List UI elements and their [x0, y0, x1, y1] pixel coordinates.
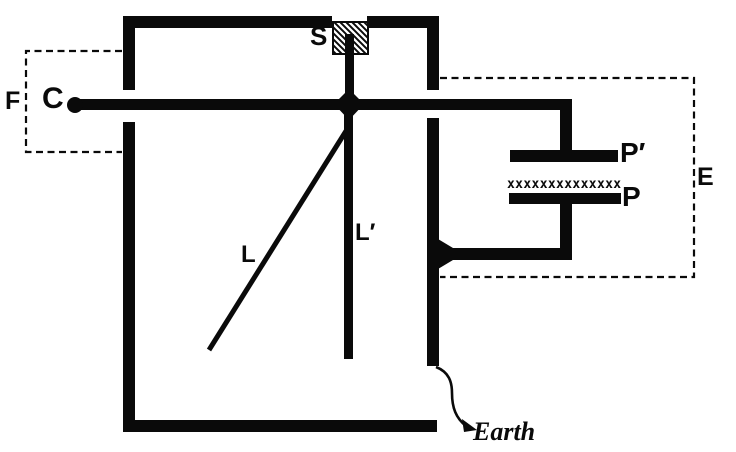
- label-L: L: [241, 241, 256, 268]
- label-F: F: [5, 87, 21, 115]
- label-L-prime: L′: [355, 219, 376, 246]
- case-right-wall-lower-segment: [427, 118, 439, 366]
- earth-lead-curve: [435, 365, 467, 428]
- support-rod-from-plug: [345, 34, 354, 106]
- label-P-prime: P′: [620, 137, 646, 168]
- upper-plate-P-prime: [510, 150, 618, 162]
- earth-arrowhead-icon: [462, 419, 477, 432]
- label-P: P: [622, 181, 641, 212]
- stem-from-lower-plate: [560, 204, 572, 260]
- stem-to-upper-plate: [560, 104, 572, 162]
- dashed-region-E: [440, 76, 696, 279]
- label-S: S: [310, 21, 328, 51]
- case-right-wall-upper-segment: [427, 16, 439, 90]
- case-bottom-wall: [123, 420, 437, 432]
- terminal-cap-C: [67, 97, 83, 113]
- earthing-wire: [438, 248, 572, 260]
- label-E: E: [697, 163, 714, 191]
- case-left-wall-lower-segment: [123, 122, 135, 432]
- case-top-wall-right-segment: [367, 16, 439, 28]
- charging-rod: [75, 99, 572, 110]
- dashed-region-F: [24, 49, 122, 154]
- label-C: C: [42, 82, 64, 115]
- lower-plate-P: [509, 193, 621, 204]
- leaf-support-rod-L-prime: [344, 104, 353, 359]
- gold-leaf-L: [206, 129, 349, 352]
- case-left-wall-upper-segment: [123, 16, 135, 90]
- wire-wall-tab: [438, 239, 453, 269]
- charge-row-marks: xxxxxxxxxxxxxx: [507, 177, 622, 192]
- label-earth: Earth: [473, 417, 536, 446]
- case-top-wall-left-segment: [123, 16, 332, 28]
